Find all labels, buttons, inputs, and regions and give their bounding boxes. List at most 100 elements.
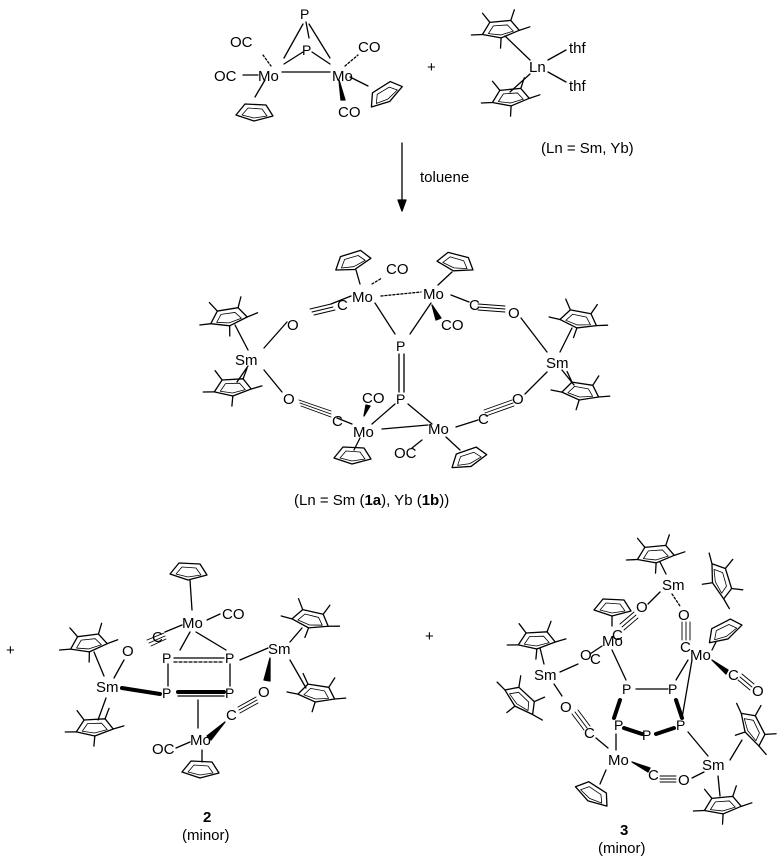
pentamethylcyclopentadienyl-ring-icon <box>721 692 784 764</box>
compound-id-1b: 1b <box>422 492 440 509</box>
product-3-structure: Sm O C O C Mo O C Sm O C P <box>485 531 784 829</box>
cyclopentadienyl-ring-icon <box>333 446 372 465</box>
carbonyl-oxygen: O <box>580 647 592 664</box>
carbonyl-carbon: C <box>590 651 601 668</box>
atom-sm: Sm <box>662 577 685 594</box>
plus-sign: + <box>425 628 434 645</box>
reaction-condition-label: toluene <box>420 169 469 186</box>
carbonyl-carbon: C <box>478 411 489 428</box>
atom-mo: Mo <box>428 421 449 438</box>
atom-sm: Sm <box>96 679 119 696</box>
atom-p: P <box>162 685 171 701</box>
pentamethylcyclopentadienyl-ring-icon <box>504 618 569 663</box>
carbonyl-label: OC <box>152 741 175 758</box>
pentamethylcyclopentadienyl-ring-icon <box>62 705 127 750</box>
cyclopentadienyl-ring-icon <box>181 760 220 779</box>
carbonyl-carbon: C <box>648 767 659 784</box>
pentamethylcyclopentadienyl-ring-icon <box>195 292 262 343</box>
atom-sm: Sm <box>546 355 569 372</box>
pentamethylcyclopentadienyl-ring-icon <box>467 6 533 53</box>
carbonyl-oxygen: O <box>752 683 764 700</box>
compound-id-3: 3 <box>620 822 628 839</box>
atom-p: P <box>302 42 311 58</box>
carbonyl-label: OC <box>394 445 417 462</box>
pentamethylcyclopentadienyl-ring-icon <box>200 365 265 410</box>
carbonyl-oxygen: O <box>508 305 520 322</box>
cyclopentadienyl-ring-icon <box>703 614 746 649</box>
carbonyl-oxygen: O <box>287 317 299 334</box>
compound-id-1a: 1a <box>364 492 381 509</box>
carbonyl-oxygen: O <box>678 607 690 624</box>
atom-p: P <box>225 685 234 701</box>
pentamethylcyclopentadienyl-ring-icon <box>692 545 749 615</box>
cyclopentadienyl-ring-icon <box>447 442 490 474</box>
atom-p: P <box>668 681 677 697</box>
atom-mo: Mo <box>690 647 711 664</box>
atom-p: P <box>622 681 631 697</box>
carbonyl-carbon: C <box>584 725 595 742</box>
pentamethylcyclopentadienyl-ring-icon <box>546 296 612 343</box>
reactant-lanthanide-complex: Ln thf thf <box>467 6 587 121</box>
reactant-mo2p2-complex: P P OC OC Mo Mo CO CO <box>214 6 406 122</box>
pentamethylcyclopentadienyl-ring-icon <box>284 671 349 716</box>
plus-sign: + <box>427 59 436 76</box>
product-1-structure: Mo Mo CO CO P P Mo Mo CO OC O C Sm O C C… <box>195 246 613 474</box>
carbonyl-label: CO <box>222 606 245 623</box>
atom-p: P <box>396 391 405 407</box>
atom-p: P <box>300 6 309 22</box>
product-2-note: (minor) <box>182 827 230 844</box>
atom-mo: Mo <box>332 68 353 85</box>
carbonyl-carbon: C <box>226 707 237 724</box>
cyclopentadienyl-ring-icon <box>571 776 614 812</box>
thf-ligand-label: thf <box>569 40 587 57</box>
pentamethylcyclopentadienyl-ring-icon <box>277 595 344 644</box>
cyclopentadienyl-ring-icon <box>435 249 477 276</box>
product-1-caption: (Ln = Sm (1a), Yb (1b)) <box>294 492 449 509</box>
carbonyl-carbon: C <box>152 629 163 646</box>
cyclopentadienyl-ring-icon <box>235 103 274 122</box>
plus-sign: + <box>6 642 15 659</box>
product-2-structure: Mo CO C O P P P P Sm Sm <box>55 562 349 779</box>
pentamethylcyclopentadienyl-ring-icon <box>689 782 755 829</box>
cyclopentadienyl-ring-icon <box>169 562 208 581</box>
carbonyl-label: OC <box>230 34 253 51</box>
carbonyl-label: CO <box>386 261 409 278</box>
carbonyl-oxygen: O <box>258 684 270 701</box>
atom-mo: Mo <box>608 752 629 769</box>
atom-mo: Mo <box>190 732 211 749</box>
pentamethylcyclopentadienyl-ring-icon <box>548 369 613 414</box>
carbonyl-carbon: C <box>612 627 623 644</box>
carbonyl-carbon: C <box>728 667 739 684</box>
atom-ln: Ln <box>529 59 546 76</box>
carbonyl-oxygen: O <box>636 599 648 616</box>
product-3-note: (minor) <box>598 840 646 857</box>
cyclopentadienyl-ring-icon <box>593 598 632 617</box>
reactant-lanthanide-note: (Ln = Sm, Yb) <box>541 140 634 157</box>
thf-ligand-label: thf <box>569 78 587 95</box>
atom-p: P <box>162 650 171 666</box>
atom-sm: Sm <box>235 352 258 369</box>
pentamethylcyclopentadienyl-ring-icon <box>477 74 543 121</box>
carbonyl-oxygen: O <box>283 391 295 408</box>
carbonyl-carbon: C <box>680 639 691 656</box>
atom-mo: Mo <box>353 424 374 441</box>
atom-mo: Mo <box>258 68 279 85</box>
cyclopentadienyl-ring-icon <box>331 246 374 277</box>
carbonyl-oxygen: O <box>512 391 524 408</box>
carbonyl-label: CO <box>358 39 381 56</box>
carbonyl-label: OC <box>214 68 237 85</box>
carbonyl-label: CO <box>362 390 385 407</box>
carbonyl-carbon: C <box>469 297 480 314</box>
carbonyl-carbon: C <box>337 297 348 314</box>
atom-mo: Mo <box>602 633 623 650</box>
compound-id-2: 2 <box>203 809 211 826</box>
pentamethylcyclopentadienyl-ring-icon <box>622 531 688 578</box>
atom-p: P <box>676 717 685 733</box>
atom-p: P <box>642 727 651 743</box>
atom-sm: Sm <box>702 757 725 774</box>
carbonyl-oxygen: O <box>122 643 134 660</box>
atom-mo: Mo <box>182 615 203 632</box>
carbonyl-label: CO <box>441 317 464 334</box>
atom-p: P <box>614 717 623 733</box>
